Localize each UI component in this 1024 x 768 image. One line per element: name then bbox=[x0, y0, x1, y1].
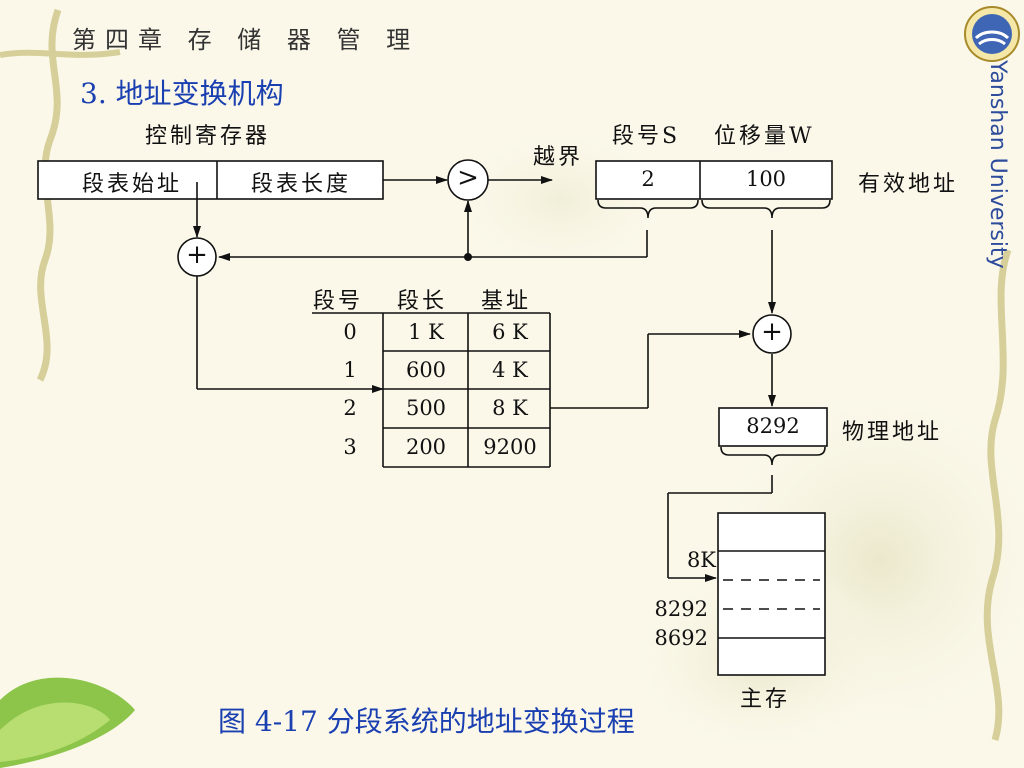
table-row-3-segment: 3 bbox=[343, 435, 357, 459]
vine-right bbox=[983, 248, 1012, 742]
physical-address-label: 物理地址 bbox=[842, 420, 943, 445]
table-row-3-base: 9200 bbox=[483, 435, 537, 459]
logical-address-box bbox=[595, 160, 833, 200]
register-cell-length: 段表长度 bbox=[250, 172, 351, 197]
control-register-box bbox=[37, 160, 384, 200]
bus-junction-dot bbox=[464, 253, 472, 261]
main-memory-box bbox=[717, 512, 826, 676]
figure-caption: 图 4-17 分段系统的地址变换过程 bbox=[218, 705, 635, 738]
table-row-1-base: 4 K bbox=[492, 358, 528, 382]
vine-top bbox=[0, 49, 121, 58]
section-title: 3. 地址变换机构 bbox=[80, 77, 284, 110]
compare-symbol: > bbox=[457, 163, 479, 193]
adder-symbol-1: + bbox=[186, 240, 208, 270]
table-row-1-length: 600 bbox=[405, 358, 447, 382]
offset-header: 位移量W bbox=[714, 124, 815, 149]
table-row-2-length: 500 bbox=[405, 396, 447, 420]
chapter-title: 第四章 存 储 器 管 理 bbox=[72, 26, 420, 54]
physical-address-value: 8292 bbox=[746, 414, 800, 438]
table-row-3-length: 200 bbox=[405, 435, 447, 459]
memory-label-8692: 8692 bbox=[654, 626, 708, 650]
memory-label-8292: 8292 bbox=[654, 597, 708, 621]
memory-label-8k: 8K bbox=[686, 548, 716, 572]
main-memory-label: 主存 bbox=[740, 687, 791, 712]
segment-number-value: 2 bbox=[641, 167, 655, 191]
table-row-1-segment: 1 bbox=[343, 358, 357, 382]
table-row-0-length: 1 K bbox=[408, 320, 444, 344]
adder-circle-1 bbox=[177, 237, 217, 277]
offset-value: 100 bbox=[745, 167, 787, 191]
table-header-segment: 段号 bbox=[313, 289, 364, 314]
compare-circle bbox=[447, 159, 489, 201]
physical-address-box bbox=[718, 407, 828, 447]
table-header-base: 基址 bbox=[481, 289, 532, 314]
table-row-2-base: 8 K bbox=[492, 396, 528, 420]
table-row-0-segment: 0 bbox=[343, 320, 357, 344]
table-header-length: 段长 bbox=[397, 289, 448, 314]
table-row-2-segment: 2 bbox=[343, 396, 357, 420]
adder-symbol-2: + bbox=[761, 317, 783, 347]
logical-address-label: 有效地址 bbox=[858, 172, 959, 197]
control-register-title: 控制寄存器 bbox=[145, 124, 271, 149]
out-of-bounds-label: 越界 bbox=[533, 145, 584, 170]
table-row-0-base: 6 K bbox=[492, 320, 528, 344]
university-logo-icon bbox=[964, 6, 1020, 62]
register-cell-start: 段表始址 bbox=[81, 172, 182, 197]
adder-circle-2 bbox=[752, 314, 792, 354]
segment-number-header: 段号S bbox=[612, 124, 681, 149]
